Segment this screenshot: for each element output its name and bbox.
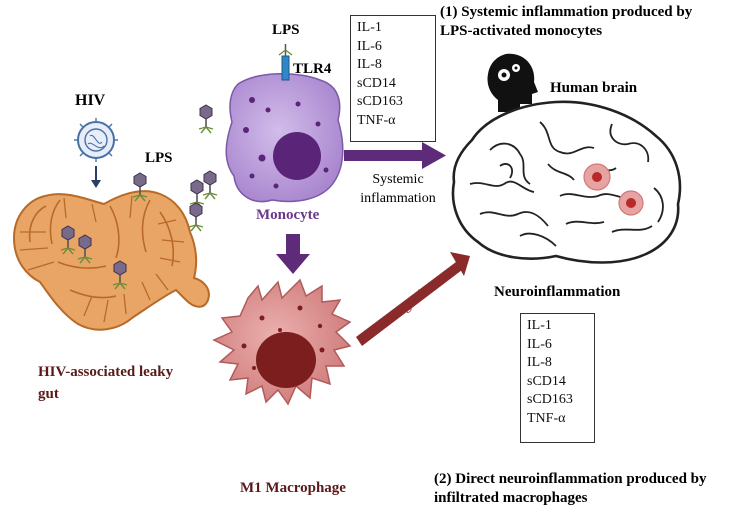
virus-icon <box>74 118 118 188</box>
m1-macrophage-label: M1 Macrophage <box>240 480 346 496</box>
leaky-gut-label: HIV-associated leaky gut <box>38 364 174 402</box>
cytokine-item: IL-8 <box>357 57 382 73</box>
cytokine-item: IL-6 <box>527 336 552 352</box>
cytokine-item: sCD14 <box>527 373 566 389</box>
lps-gut-label: LPS <box>145 150 173 166</box>
cytokine-item: sCD14 <box>357 75 396 91</box>
receptor-icon <box>278 44 293 81</box>
monocyte-cell <box>225 73 344 203</box>
cytokine-item: sCD163 <box>357 94 403 110</box>
cytokine-box-neuro: IL-1 IL-6 IL-8 sCD14 sCD163 TNF-α <box>520 313 595 443</box>
brain-icon <box>451 100 682 264</box>
leaky-gut-illustration <box>12 190 210 331</box>
cytokine-box-systemic: IL-1 IL-6 IL-8 sCD14 sCD163 TNF-α <box>350 15 436 142</box>
heading-systemic: (1) Systemic inflammation produced by LP… <box>440 4 693 39</box>
systemic-inflammation-label: Systemic inflammation <box>360 172 436 206</box>
hiv-label: HIV <box>75 92 106 109</box>
cytokine-item: TNF-α <box>527 410 566 426</box>
systemic-arrow <box>344 142 446 169</box>
cytokine-item: IL-6 <box>357 38 382 54</box>
human-brain-label: Human brain <box>550 80 638 96</box>
tlr4-label: TLR4 <box>293 61 332 77</box>
cytokine-item: IL-1 <box>357 20 382 35</box>
monocyte-label: Monocyte <box>256 207 320 223</box>
inflamed-cell-icon <box>583 163 644 216</box>
neuroinflammation-label: Neuroinflammation <box>494 284 621 300</box>
cytokine-item: IL-1 <box>527 318 552 333</box>
lps-monocyte-label: LPS <box>272 22 300 38</box>
cytokine-item: sCD163 <box>527 392 573 408</box>
heading-direct: (2) Direct neuroinflammation produced by… <box>434 471 707 506</box>
differentiation-arrow <box>276 234 310 274</box>
macrophage-cell <box>212 278 352 406</box>
head-gears-icon <box>487 53 538 112</box>
cytokine-item: IL-8 <box>527 355 552 371</box>
migration-arrow <box>356 252 470 346</box>
cytokine-item: TNF-α <box>357 112 396 128</box>
